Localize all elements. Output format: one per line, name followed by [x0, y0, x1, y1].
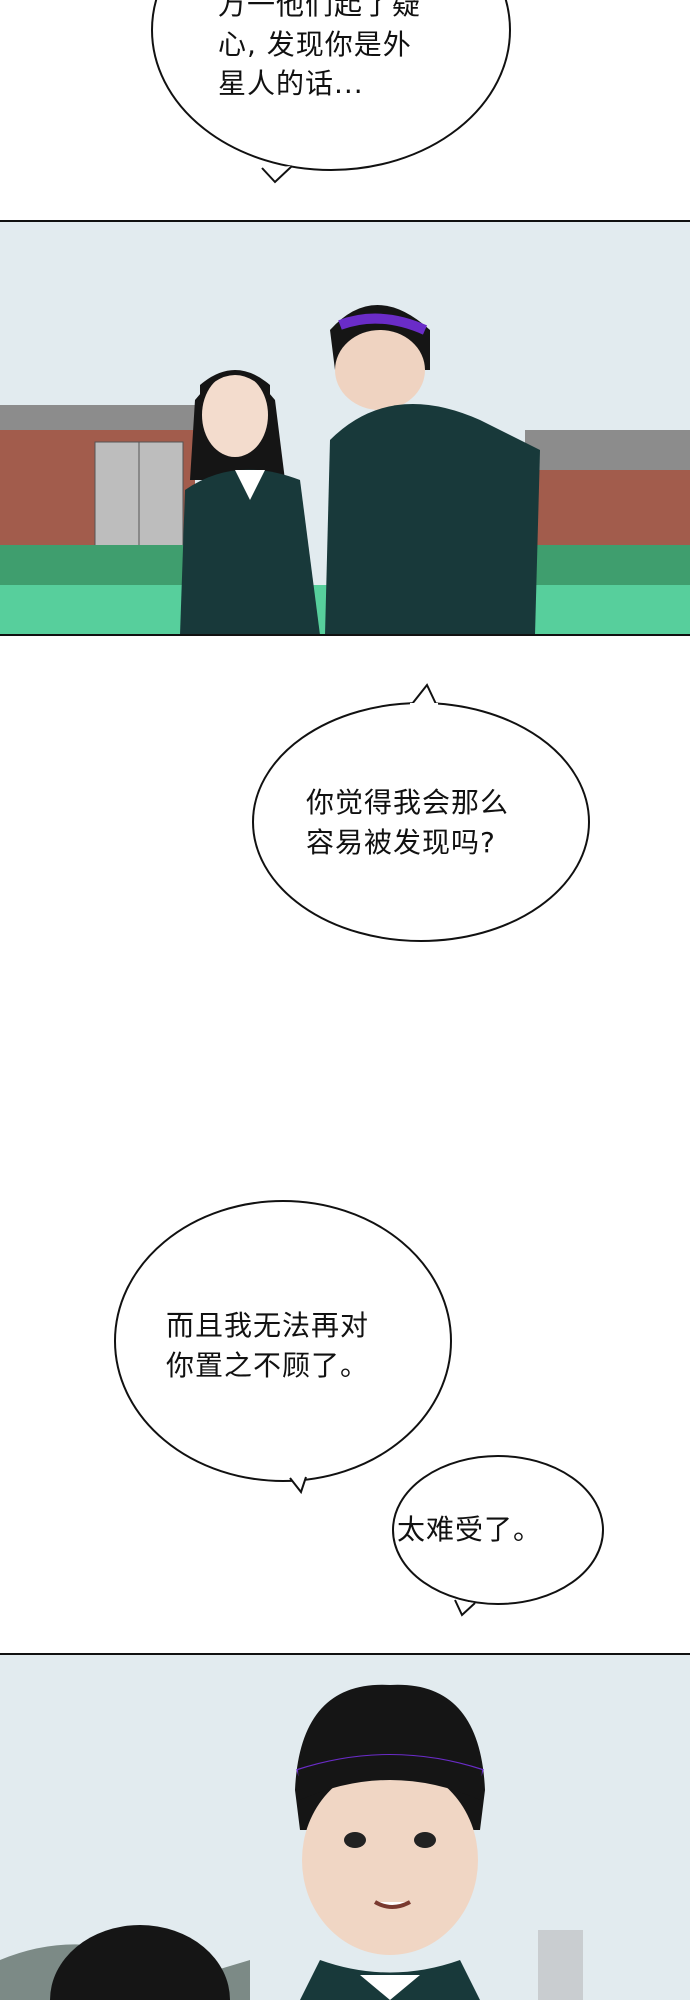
speech-bubble-1	[151, 0, 511, 184]
bubble-text-line: 心, 发现你是外	[218, 28, 412, 61]
speech-bubble-3	[114, 1200, 452, 1495]
panel-school-scene	[0, 222, 690, 635]
panel-boy-closeup	[0, 1655, 690, 2000]
bubble-text-line: 万一他们起了疑	[218, 0, 422, 21]
bubble-text-line: 你置之不顾了。	[166, 1349, 370, 1382]
speech-bubble-2	[252, 683, 590, 942]
bubble-text-line: 而且我无法再对	[166, 1309, 370, 1342]
bubble-text-line: 太难受了。	[397, 1513, 543, 1546]
bubble-text-line: 星人的话...	[218, 67, 364, 100]
bubble-text-line: 容易被发现吗?	[306, 826, 496, 859]
bubble-text-line: 你觉得我会那么	[306, 786, 510, 819]
speech-bubble-4	[392, 1455, 604, 1617]
